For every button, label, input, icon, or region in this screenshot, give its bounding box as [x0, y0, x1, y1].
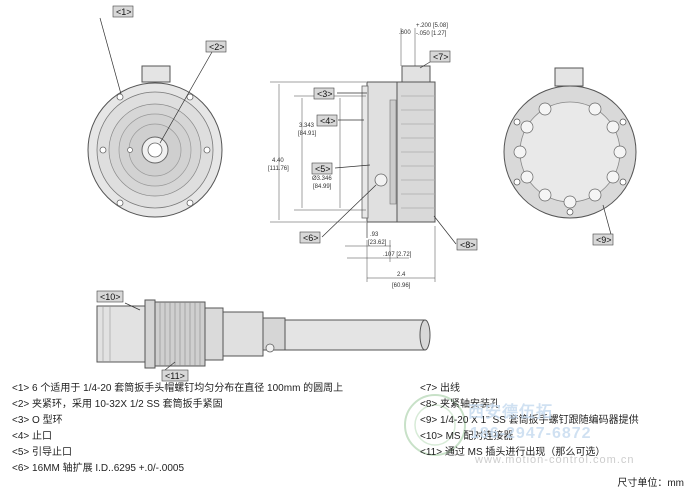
dim-24: 2.4: [397, 272, 406, 278]
callout-11-box: [161, 369, 189, 382]
unit-label: 尺寸单位：mm: [617, 478, 684, 489]
dim-050: -.050 [1.27]: [416, 31, 447, 37]
callout-6: <6>: [303, 233, 319, 243]
callout-1: <1>: [116, 7, 132, 17]
callout-4: <4>: [320, 116, 336, 126]
dim-93: .93: [370, 232, 379, 238]
note-2: <2> 夹紧环，采用 10-32X 1/2 SS 套筒扳手紧固: [12, 399, 223, 410]
note-6: <6> 16MM 轴扩展 I.D..6295 +.0/-.0005: [12, 463, 185, 474]
note-11: <11> 通过 MS 插头进行出现（那么可选）: [420, 447, 606, 458]
callout-7-box: [429, 50, 451, 63]
dim-93-mm: [23.62]: [368, 240, 387, 246]
callout-7: <7>: [433, 52, 449, 62]
watermark-url: www.motion-control.com.cn: [475, 454, 635, 466]
callout-2-box: [205, 40, 227, 53]
notes-left-list: <1> 6 个适用于 1/4-20 套筒扳手头帽螺钉均匀分布在直径 100mm …: [12, 381, 343, 477]
callout-8: <8>: [460, 240, 476, 250]
dim-3346: Ø3.346: [312, 176, 332, 182]
callout-9: <9>: [596, 235, 612, 245]
callout-6-box: [299, 231, 321, 244]
dim-24-mm: [60.96]: [392, 283, 411, 289]
callout-10: <10>: [100, 292, 121, 302]
callout-5: <5>: [315, 164, 331, 174]
callout-8-box: [456, 238, 478, 251]
callout-9-box: [592, 233, 614, 246]
front-view: [87, 17, 223, 218]
callout-11: <11>: [165, 371, 185, 381]
notes-right-list: <7> 出线 <8> 夹紧轴安装孔 <9> 1/4-20 X 1" SS 套筒扳…: [420, 381, 639, 461]
note-5: <5> 引导止口: [12, 447, 73, 458]
callout-10-box: [96, 290, 124, 303]
dim-200: +.200 [5.08]: [416, 23, 448, 29]
note-9: <9> 1/4-20 X 1" SS 套筒扳手螺钉跟随编码器提供: [420, 415, 639, 426]
dim-3343: 3.343: [299, 123, 315, 129]
callout-3: <3>: [317, 89, 333, 99]
watermark-phone: 186-2947-6872: [470, 425, 592, 442]
callout-2: <2>: [209, 42, 225, 52]
dim-3346-mm: [84.99]: [313, 184, 332, 190]
callout-3-box: [313, 87, 335, 100]
callout-1-box: [112, 5, 134, 18]
callout-5-box: [311, 162, 333, 175]
dim-440: 4.40: [272, 158, 284, 164]
dim-600: .600: [399, 30, 411, 36]
back-view: [503, 67, 637, 239]
note-3: <3> O 型环: [12, 415, 63, 426]
ms-connector-view: [96, 299, 431, 371]
dim-440-mm: [111.76]: [268, 166, 289, 172]
note-4: <4> 止口: [12, 431, 53, 442]
watermark-logo-icon: [404, 394, 466, 456]
dim-3343-mm: [84.91]: [298, 131, 317, 137]
dim-107: .107 [2.72]: [383, 252, 412, 258]
note-8: <8> 夹紧轴安装孔: [420, 399, 501, 410]
note-1: <1> 6 个适用于 1/4-20 套筒扳手头帽螺钉均匀分布在直径 100mm …: [12, 383, 344, 394]
note-10: <10> MS 配对连接器: [420, 431, 514, 442]
watermark-company: 西安德伍拓: [468, 404, 554, 421]
callout-4-box: [316, 114, 338, 127]
side-view: [270, 28, 457, 282]
note-7: <7> 出线: [420, 383, 461, 394]
